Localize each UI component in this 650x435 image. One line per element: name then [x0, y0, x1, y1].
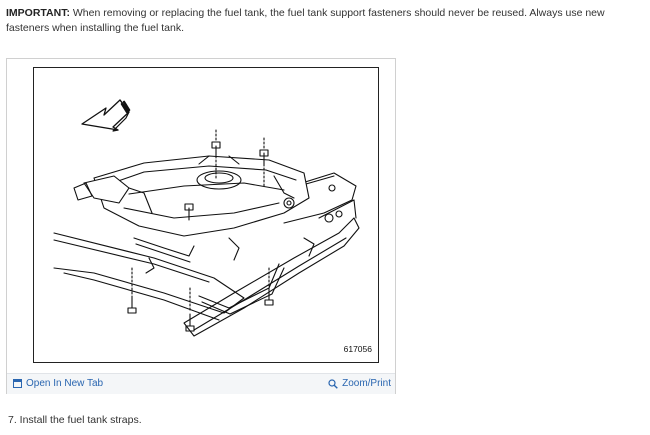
fuel-tank-diagram: 617056: [33, 67, 379, 363]
magnifier-icon: [328, 378, 338, 389]
figure-container: 617056 Open In New Tab Zoom/Print: [6, 58, 396, 394]
rear-crossmember: [253, 172, 357, 224]
new-tab-icon: [13, 379, 22, 388]
important-label: IMPORTANT:: [6, 7, 70, 19]
fuel-tank: [93, 155, 310, 237]
important-text: When removing or replacing the fuel tank…: [6, 7, 605, 34]
right-frame-rail: [183, 217, 360, 337]
step-text: 7. Install the fuel tank straps.: [8, 414, 142, 426]
figure-id: 617056: [343, 344, 372, 354]
fuel-tank-strap-left: [133, 237, 195, 257]
open-in-new-tab-button[interactable]: Open In New Tab: [13, 378, 103, 389]
figure-toolbar: Open In New Tab Zoom/Print: [7, 373, 395, 394]
fuel-tank-illustration: [53, 99, 360, 337]
zoom-print-button[interactable]: Zoom/Print: [328, 378, 391, 389]
fuel-tank-strap-right: [198, 263, 280, 309]
zoom-print-label: Zoom/Print: [342, 378, 391, 389]
important-note: IMPORTANT: When removing or replacing th…: [6, 6, 646, 36]
left-frame-rail: [53, 232, 245, 314]
open-in-new-tab-label: Open In New Tab: [26, 378, 104, 389]
